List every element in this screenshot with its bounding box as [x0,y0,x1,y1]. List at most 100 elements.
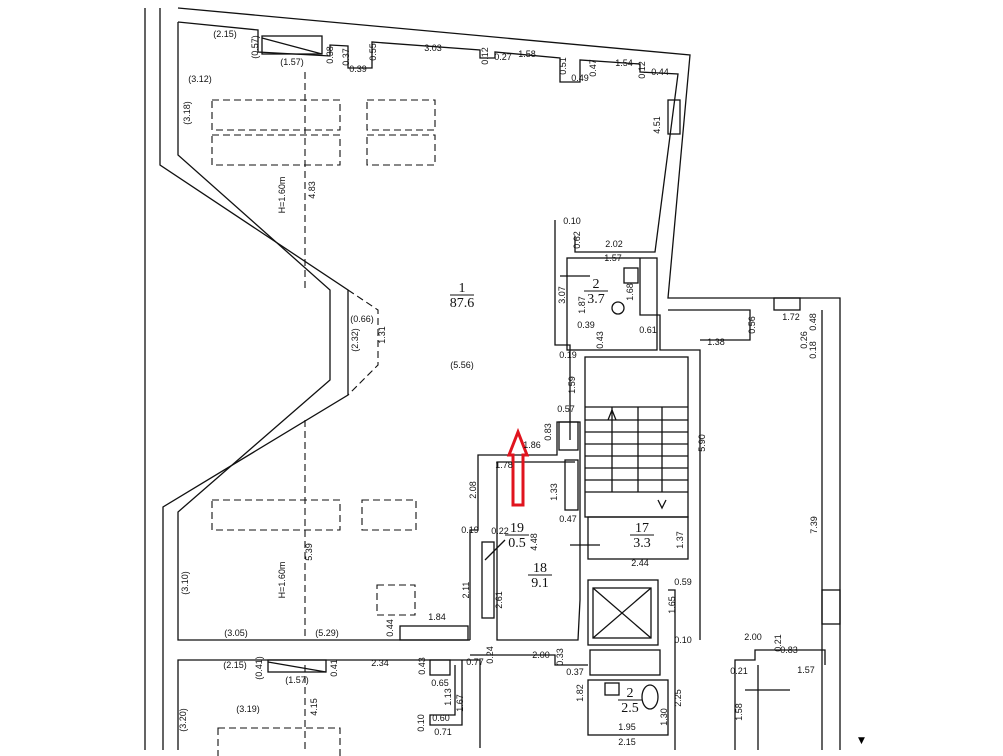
room-area: 2.5 [621,701,639,716]
dimension-label: 0.24 [485,646,495,664]
highlight-arrow-icon [506,427,530,507]
furniture-outline [361,499,417,531]
dimension-label: 0.57 [557,404,575,414]
furniture-outline [211,134,341,166]
dimension-label: (3.18) [182,101,192,125]
outer-wall-left [159,8,349,750]
furniture-outline [211,99,341,131]
room-1-wall-top [177,21,679,253]
dimension-label: 4.51 [652,116,662,134]
room-number: 18 [533,561,547,576]
dimension-label: 0.39 [577,320,595,330]
dimension-label: 5.39 [304,543,314,561]
dimension-label: 0.33 [555,648,565,666]
dimension-label: 3.03 [424,43,442,53]
dimension-label: (3.12) [188,74,212,84]
lower-room-wall [177,659,481,750]
dimension-label: 1.86 [523,440,541,450]
dimension-label: 3.07 [557,286,567,304]
dimension-label: 1.82 [575,684,585,702]
dimension-label: 0.65 [431,678,449,688]
toilet [641,684,659,710]
dimension-label: 1.33 [549,483,559,501]
dimension-label: 0.27 [494,52,512,62]
dimension-label: 0.43 [417,657,427,675]
room-area: 3.7 [587,292,605,307]
room-17-outline [587,516,689,560]
dimension-label: 0.39 [349,64,367,74]
dimension-label: 1.58 [734,703,744,721]
dimension-label: 0.44 [651,67,669,77]
dimension-label: 2.02 [605,239,623,249]
dimension-label: 4.15 [309,698,319,716]
dimension-label: 0.44 [385,619,395,637]
dimension-label: 1.67 [455,694,465,712]
furniture-outline [366,99,436,131]
dimension-label: (0.57) [250,35,260,59]
dimension-label: 0.19 [559,350,577,360]
dimension-label: 1.59 [567,376,577,394]
dimension-label: 0.10 [674,635,692,645]
dimension-label: 0.59 [674,577,692,587]
dimension-label: 0.51 [558,57,568,75]
room-19-cabinet [481,541,495,619]
dimension-label: 1.95 [618,722,636,732]
dimension-label: 0.19 [461,525,479,535]
room-2b-outline [587,679,669,736]
dimension-label: 5.90 [697,434,707,452]
window [821,589,841,625]
dimension-label: (2.32) [350,328,360,352]
dimension-label: (3.05) [224,628,248,638]
dimension-label: 0.21 [730,666,748,676]
dimension-label: 0.43 [595,331,605,349]
dimension-label: 2.08 [468,481,478,499]
room-area: 3.3 [633,536,651,551]
room-area: 87.6 [450,296,475,311]
elevator-shaft [587,579,659,646]
dimension-label: (3.10) [180,571,190,595]
dimension-label: H=1.60m [277,177,287,214]
dimension-label: (0.41) [254,656,264,680]
dimension-label: (1.57) [285,675,309,685]
dimension-label: (2.15) [213,29,237,39]
dimension-label: 4.48 [529,533,539,551]
room-2-wall [554,220,571,440]
dimension-label: 0.62 [572,231,582,249]
toilet [611,301,625,315]
dimension-label: 0.77 [466,657,484,667]
dimension-label: (0.66) [350,314,374,324]
dimension-label: 0.55 [368,43,378,61]
dimension-label: 0.41 [329,659,339,677]
dimension-label: 2.44 [631,558,649,568]
dimension-label: (5.29) [315,628,339,638]
dimension-label: 1.65 [667,596,677,614]
dimension-label: 0.21 [773,634,783,652]
dimension-label: 7.39 [809,516,819,534]
dimension-label: 1.38 [707,337,725,347]
dimension-label: (3.19) [236,704,260,714]
dimension-label: 0.47 [559,514,577,524]
dimension-label: 0.48 [808,313,818,331]
dimension-label: 1.31 [377,326,387,344]
dimension-label: (2.15) [223,660,247,670]
dimension-label: 0.12 [637,61,647,79]
dimension-label: (3.20) [178,708,188,732]
dimension-label: 1.57 [604,253,622,263]
staircase [584,356,689,518]
dimension-label: 0.38 [325,46,335,64]
dimension-label: H=1.60m [277,562,287,599]
dimension-label: 0.18 [808,341,818,359]
window [261,35,323,55]
dimension-label: 2.25 [673,689,683,707]
furniture-outline [366,134,436,166]
dimension-label: 1.72 [782,312,800,322]
furniture-outline [211,499,341,531]
dimension-label: 1.13 [443,688,453,706]
room-1-wall-left [177,22,470,641]
dropdown-triangle-icon[interactable]: ▼ [858,736,865,746]
dimension-label: 0.12 [480,47,490,65]
dimension-label: 1.84 [428,612,446,622]
dimension-label: 0.10 [563,216,581,226]
